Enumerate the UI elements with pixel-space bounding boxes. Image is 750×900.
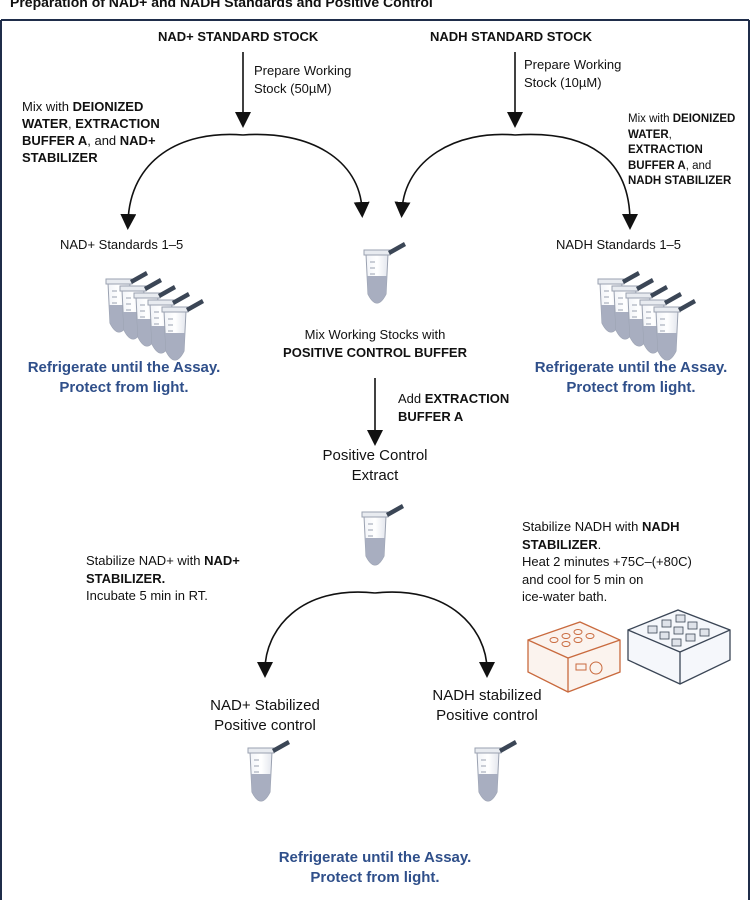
prep-nad-line1: Prepare Working xyxy=(254,63,352,78)
stab-nad-pre: Stabilize NAD+ with xyxy=(86,553,205,568)
mix-left-label: Mix with DEIONIZED WATER, EXTRACTION BUF… xyxy=(22,98,160,167)
mix-left-pre: Mix with xyxy=(22,99,73,114)
prep-nadh-line2: Stock (10µM) xyxy=(524,74,602,90)
arc-extract-to-nad-stabilized xyxy=(257,591,376,678)
mix-right-sep1: , xyxy=(668,128,672,141)
refrigerate-left-line1: Refrigerate until the Assay. xyxy=(27,359,221,376)
stab-nadh-pre: Stabilize NADH with xyxy=(522,519,642,534)
add-extraction-pre: Add xyxy=(398,391,425,406)
heat-block-icon xyxy=(527,621,621,693)
stab-nad-line3: Incubate 5 min in RT. xyxy=(86,588,208,604)
stab-nadh-label: Stabilize NADH with NADH STABILIZER. Hea… xyxy=(522,518,692,606)
refrigerate-left-label: Refrigerate until the Assay. Protect fro… xyxy=(14,358,234,399)
positive-extract-line1: Positive Control xyxy=(322,447,428,464)
positive-extract-label: Positive Control Extract xyxy=(300,446,450,487)
stab-nadh-dot: . xyxy=(597,536,602,552)
prep-nad-line2: Stock (50µM) xyxy=(254,80,332,96)
mix-left-b6: STABILIZER xyxy=(22,150,98,166)
nad-stock-label: NAD+ STANDARD STOCK xyxy=(158,29,319,44)
nad-stabilized-line2: Positive control xyxy=(214,717,316,735)
stab-nad-label: Stabilize NAD+ with NAD+ STABILIZER. Inc… xyxy=(86,552,240,605)
add-extraction-label: Add EXTRACTION BUFFER A xyxy=(398,390,509,425)
mix-left-b5: NAD+ xyxy=(119,133,156,149)
mix-right-b2: WATER xyxy=(628,128,669,141)
arc-nad-to-mix xyxy=(242,133,370,218)
mix-left-sep1: , xyxy=(67,116,76,132)
mix-right-b5: NADH STABILIZER xyxy=(628,175,732,188)
mix-right-pre: Mix with xyxy=(628,113,673,125)
stab-nad-b1: NAD+ xyxy=(204,553,240,568)
arc-nadh-to-mix xyxy=(394,133,516,218)
tube-working-stocks-icon xyxy=(363,241,407,304)
mix-working-line1: Mix Working Stocks with xyxy=(304,327,446,342)
nadh-stock-label: NADH STANDARD STOCK xyxy=(430,29,593,44)
mix-working-label: Mix Working Stocks with POSITIVE CONTROL… xyxy=(272,326,478,361)
tube-positive-extract-icon xyxy=(361,503,405,566)
tube-nad-stabilized-icon xyxy=(247,739,291,802)
mix-right-sep2: , and xyxy=(685,159,712,172)
add-extraction-b1: EXTRACTION xyxy=(424,391,510,406)
mix-left-sep2: , and xyxy=(87,133,120,149)
refrigerate-right-label: Refrigerate until the Assay. Protect fro… xyxy=(520,358,742,399)
stab-nadh-b2: STABILIZER xyxy=(522,536,598,552)
stab-nadh-line4: and cool for 5 min on xyxy=(522,571,644,587)
stab-nadh-line3: Heat 2 minutes +75C–(+80C) xyxy=(522,554,692,570)
refrigerate-left-line2: Protect from light. xyxy=(59,379,189,397)
tube-nadh-stabilized-icon xyxy=(474,739,518,802)
mix-right-b3: EXTRACTION xyxy=(628,144,703,157)
page-title: Preparation of NAD+ and NADH Standards a… xyxy=(10,0,433,10)
stab-nadh-b1: NADH xyxy=(641,519,680,534)
mix-left-b2: WATER xyxy=(22,116,68,132)
nadh-standards-label: NADH Standards 1–5 xyxy=(556,237,682,252)
ice-bath-icon xyxy=(627,609,731,685)
mix-right-b1: DEIONIZED xyxy=(672,113,736,125)
nadh-stabilized-line1: NADH stabilized xyxy=(432,687,542,704)
refrigerate-bottom-label: Refrigerate until the Assay. Protect fro… xyxy=(240,848,510,889)
nad-standards-tubes-icon xyxy=(105,270,205,361)
mix-right-label: Mix with DEIONIZED WATER, EXTRACTION BUF… xyxy=(628,112,735,190)
refrigerate-bottom-line1: Refrigerate until the Assay. xyxy=(278,849,472,866)
nadh-standards-tubes-icon xyxy=(597,270,697,361)
mix-left-b4: BUFFER A xyxy=(22,133,88,149)
mix-right-b4: BUFFER A xyxy=(628,159,686,172)
mix-working-line2: POSITIVE CONTROL BUFFER xyxy=(283,344,467,360)
stab-nad-b2: STABILIZER. xyxy=(86,570,166,586)
nad-standards-label: NAD+ Standards 1–5 xyxy=(60,237,184,252)
nad-stabilized-line1: NAD+ Stabilized xyxy=(210,697,320,714)
arc-nadh-to-standards xyxy=(514,133,638,230)
refrigerate-right-line1: Refrigerate until the Assay. xyxy=(534,359,728,376)
prep-nadh-label: Prepare Working Stock (10µM) xyxy=(524,56,621,91)
positive-extract-line2: Extract xyxy=(351,467,399,485)
mix-left-b3: EXTRACTION xyxy=(75,116,160,132)
add-extraction-b2: BUFFER A xyxy=(398,408,464,424)
prep-nadh-line1: Prepare Working xyxy=(524,57,622,72)
arc-nad-to-standards xyxy=(120,133,244,230)
arc-extract-to-nadh-stabilized xyxy=(374,591,495,678)
prep-nad-label: Prepare Working Stock (50µM) xyxy=(254,62,351,97)
nadh-stabilized-line2: Positive control xyxy=(436,707,538,725)
mix-left-b1: DEIONIZED xyxy=(72,99,144,114)
nadh-stabilized-label: NADH stabilized Positive control xyxy=(412,686,562,727)
refrigerate-bottom-line2: Protect from light. xyxy=(310,869,440,887)
stab-nadh-line5: ice-water bath. xyxy=(522,589,608,605)
nad-stabilized-label: NAD+ Stabilized Positive control xyxy=(190,696,340,737)
refrigerate-right-line2: Protect from light. xyxy=(566,379,696,397)
